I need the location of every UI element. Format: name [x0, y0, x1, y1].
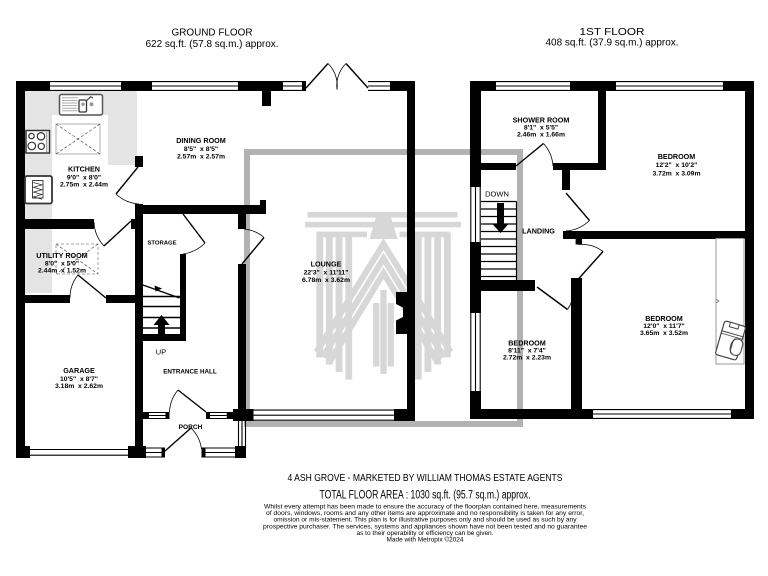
svg-text:2.46m x 1.66m: 2.46m x 1.66m — [517, 131, 565, 138]
svg-text:622 sq.ft. (57.8 sq.m.) approx: 622 sq.ft. (57.8 sq.m.) approx. — [146, 38, 279, 50]
svg-text:UTILITY ROOM: UTILITY ROOM — [36, 251, 87, 260]
svg-text:DOWN: DOWN — [485, 190, 509, 199]
svg-text:2.72m x 2.23m: 2.72m x 2.23m — [503, 355, 551, 362]
svg-text:6.78m x 3.62m: 6.78m x 3.62m — [302, 277, 350, 284]
svg-text:9'0" x 8'0": 9'0" x 8'0" — [67, 175, 101, 182]
svg-text:Whilst every attempt has been: Whilst every attempt has been made to en… — [264, 504, 587, 511]
svg-text:prospective purchaser. The ser: prospective purchaser. The services, sys… — [263, 523, 587, 530]
svg-text:10'5" x 8'7": 10'5" x 8'7" — [60, 376, 98, 383]
svg-text:2.44m x 1.52m: 2.44m x 1.52m — [38, 268, 86, 275]
svg-text:BEDROOM: BEDROOM — [508, 338, 546, 347]
svg-text:BEDROOM: BEDROOM — [645, 314, 683, 323]
svg-text:12'2" x 10'2": 12'2" x 10'2" — [656, 162, 698, 169]
svg-text:of doors, windows, rooms and a: of doors, windows, rooms and any other i… — [266, 510, 584, 517]
svg-text:as to their operability or eff: as to their operability or efficiency ca… — [357, 530, 494, 537]
svg-text:1ST FLOOR: 1ST FLOOR — [580, 26, 645, 38]
svg-text:8'1" x 5'5": 8'1" x 5'5" — [524, 125, 558, 132]
svg-text:4 ASH GROVE - MARKETED BY WILL: 4 ASH GROVE - MARKETED BY WILLIAM THOMAS… — [288, 472, 563, 484]
svg-text:STORAGE: STORAGE — [147, 241, 176, 247]
svg-text:22'3" x 11'11": 22'3" x 11'11" — [304, 269, 349, 276]
svg-text:SHOWER ROOM: SHOWER ROOM — [513, 116, 570, 125]
svg-text:ENTRANCE HALL: ENTRANCE HALL — [163, 369, 217, 376]
svg-text:PORCH: PORCH — [179, 424, 203, 431]
svg-text:LOUNGE: LOUNGE — [311, 260, 342, 269]
svg-text:2.57m x 2.57m: 2.57m x 2.57m — [177, 154, 225, 161]
svg-text:DINING ROOM: DINING ROOM — [176, 136, 226, 145]
svg-text:GARAGE: GARAGE — [63, 366, 95, 375]
svg-text:KITCHEN: KITCHEN — [68, 165, 100, 174]
svg-text:12'0" x 11'7": 12'0" x 11'7" — [643, 323, 684, 330]
svg-text:8'11" x 7'4": 8'11" x 7'4" — [508, 348, 546, 355]
svg-text:omission or mis-statement. Thi: omission or mis-statement. This plan is … — [274, 517, 578, 524]
svg-text:3.18m x 2.62m: 3.18m x 2.62m — [55, 383, 103, 390]
svg-text:8'5" x 8'5": 8'5" x 8'5" — [184, 146, 218, 153]
svg-text:408 sq.ft. (37.9 sq.m.) approx: 408 sq.ft. (37.9 sq.m.) approx. — [546, 37, 679, 49]
svg-text:UP: UP — [156, 348, 166, 357]
svg-text:8'0" x 5'0": 8'0" x 5'0" — [45, 261, 79, 268]
svg-text:2.75m x 2.44m: 2.75m x 2.44m — [60, 182, 108, 189]
svg-text:3.65m x 3.52m: 3.65m x 3.52m — [640, 330, 688, 337]
svg-text:GROUND FLOOR: GROUND FLOOR — [172, 27, 253, 39]
svg-text:TOTAL FLOOR AREA : 1030 sq.ft.: TOTAL FLOOR AREA : 1030 sq.ft. (95.7 sq.… — [320, 490, 531, 502]
svg-text:LANDING: LANDING — [522, 227, 555, 236]
svg-text:BEDROOM: BEDROOM — [658, 152, 696, 161]
svg-text:3.72m x 3.09m: 3.72m x 3.09m — [653, 171, 701, 178]
svg-text:Made with Metropix ©2024: Made with Metropix ©2024 — [387, 536, 464, 544]
